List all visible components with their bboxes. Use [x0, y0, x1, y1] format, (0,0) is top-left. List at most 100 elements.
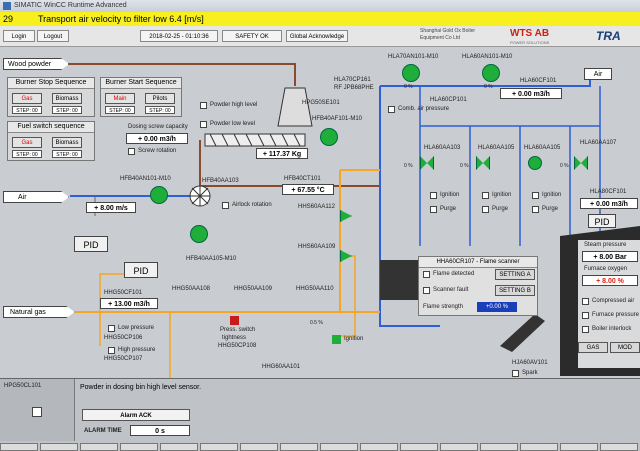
mod-mode-button[interactable]: MOD	[610, 342, 640, 353]
purge3-label: Purge	[542, 206, 559, 212]
damper1-tag: HLA60AA103	[424, 145, 461, 151]
top-flow-value: + 0.00 m3/h	[500, 88, 562, 99]
flame-scanner-title: HHA60CR107 - Flame scanner	[419, 257, 537, 268]
alarm-time-label: ALARM TIME	[84, 428, 122, 434]
alarm-bar[interactable]: 29 Transport air velocity to filter low …	[0, 12, 640, 26]
screw-rotation-check	[128, 148, 135, 155]
flame-detected-check	[423, 271, 430, 278]
burner-start-title: Burner Start Sequence	[101, 78, 181, 89]
air-pid-button[interactable]: PID	[74, 236, 108, 252]
top-fan1-pump[interactable]	[402, 64, 420, 82]
ignition3-check	[532, 192, 539, 199]
press-switch-label: Press. switch	[220, 327, 256, 333]
start-main-step: STEP: 00	[105, 106, 135, 114]
furnace-pressure-label: Furnace pressure	[592, 312, 640, 318]
compressed-air-label: Compressed air	[592, 298, 635, 304]
airlock-rotation-check	[222, 202, 229, 209]
window-titlebar: SIMATIC WinCC Runtime Advanced	[0, 0, 640, 12]
airlock-tag: HFB40AA103	[202, 178, 239, 184]
purge1-label: Purge	[440, 206, 457, 212]
rf-tag: RF JPB68PHE	[334, 85, 374, 91]
screw-rotation-label: Screw rotation	[138, 148, 177, 154]
alarm-detail-panel: HPG50CL101 Powder in dosing bin high lev…	[0, 378, 640, 451]
compressed-air-check	[582, 298, 589, 305]
top-fan2-pump[interactable]	[482, 64, 500, 82]
hhs1-tag: HHS60AA112	[298, 204, 335, 210]
gas-pid-button[interactable]: PID	[124, 262, 158, 278]
spark-check	[512, 370, 519, 377]
switch-biomass-button[interactable]: Biomass	[52, 137, 82, 148]
datetime-display: 2018-02-25 - 01:10:36	[140, 30, 218, 42]
purge2-check	[482, 206, 489, 213]
natural-gas-source: Natural gas	[3, 306, 75, 318]
burner-start-panel: Burner Start Sequence Main Pilots STEP: …	[100, 77, 182, 117]
flame-strength-label: Flame strength	[423, 304, 464, 310]
damper2-pct: 0 %	[460, 163, 469, 169]
dosing-fan-pump[interactable]	[320, 128, 338, 146]
damper4-tag: HLA60AA107	[580, 140, 617, 146]
stop-gas-button[interactable]: Gas	[12, 93, 42, 104]
wood-powder-source: Wood powder	[3, 58, 69, 70]
tightness-label: tightness	[222, 335, 247, 341]
air-velocity-value: + 8.00 m/s	[86, 202, 136, 213]
damper3-tag: HLA60AA105	[524, 145, 561, 151]
damper4-pct: 0 %	[560, 163, 569, 169]
airlock-motor-pump[interactable]	[190, 225, 208, 243]
gas-mode-button[interactable]: GAS	[578, 342, 608, 353]
ignition3-label: Ignition	[542, 192, 562, 198]
ignition-indicator	[332, 335, 341, 344]
powder-hopper	[277, 87, 313, 127]
ignition1-check	[430, 192, 437, 199]
logout-button[interactable]: Logout	[37, 30, 69, 42]
right-status-panel: Steam pressure + 8.00 Bar Furnace oxygen…	[578, 240, 640, 368]
ignition2-label: Ignition	[492, 192, 512, 198]
right-flow-value: + 0.00 m3/h	[580, 198, 638, 209]
igniter-lance	[500, 314, 545, 352]
setting-b-button[interactable]: SETTING B	[495, 285, 535, 296]
high-pressure-tag: HHG50CP107	[104, 356, 143, 362]
right-pid-button[interactable]: PID	[588, 214, 616, 228]
dosing-capacity-value: + 0.00 m3/h	[126, 133, 188, 144]
airlock-rotation-label: Airlock rotation	[232, 202, 272, 208]
global-acknowledge-button[interactable]: Global Acknowledge	[286, 30, 348, 42]
damper2-tag: HLA60AA105	[478, 145, 515, 151]
flame-detected-label: Flame detected	[433, 271, 475, 277]
furnace-pressure-check	[582, 312, 589, 319]
air-fan-pump[interactable]	[150, 186, 168, 204]
right-flow-tag: HLA80CF101	[590, 189, 627, 195]
press-tag: HLA70CP161	[334, 77, 371, 83]
switch-gas-button[interactable]: Gas	[12, 137, 42, 148]
damper3-valve[interactable]	[528, 156, 542, 170]
switch-biomass-step: STEP: 00	[52, 150, 82, 158]
ignition1-label: Ignition	[440, 192, 460, 198]
top-fan1-tag: HLA70AN101-M10	[388, 54, 439, 60]
top-fan1-pct: 0 %	[404, 84, 413, 90]
stop-biomass-button[interactable]: Biomass	[52, 93, 82, 104]
powder-high-check	[200, 102, 207, 109]
purge2-label: Purge	[492, 206, 509, 212]
top-flow-tag: HLA60CF101	[520, 78, 557, 84]
setting-a-button[interactable]: SETTING A	[495, 269, 535, 280]
low-pressure-check	[108, 325, 115, 332]
boiler-interlock-check	[582, 326, 589, 333]
burner-stop-panel: Burner Stop Sequence Gas Biomass STEP: 0…	[7, 77, 95, 117]
powder-low-check	[200, 121, 207, 128]
press-switch-indicator	[230, 316, 239, 325]
steam-pressure-value: + 8.00 Bar	[582, 251, 638, 262]
start-main-button[interactable]: Main	[105, 93, 135, 104]
alarm-ack-button[interactable]: Alarm ACK	[82, 409, 190, 421]
high-pressure-check	[108, 347, 115, 354]
alarm-message: Transport air velocity to filter low 6.4…	[38, 14, 204, 24]
purge1-check	[430, 206, 437, 213]
high-pressure-label: High pressure	[118, 347, 156, 353]
alarm-time-value: 0 s	[130, 425, 190, 436]
alarm-tag-check[interactable]	[32, 407, 42, 417]
dosing-fan-tag: HFB40AF101-M10	[312, 116, 363, 122]
low-pressure-tag: HHG50CP106	[104, 335, 143, 341]
top-fan2-tag: HLA60AN101-M10	[462, 54, 513, 60]
comb-air-label: Comb. air pressure	[398, 106, 450, 112]
brand2-logo: TRA	[596, 29, 621, 43]
start-pilots-button[interactable]: Pilots	[145, 93, 175, 104]
login-button[interactable]: Login	[3, 30, 35, 42]
air-right-source: Air	[584, 68, 612, 80]
